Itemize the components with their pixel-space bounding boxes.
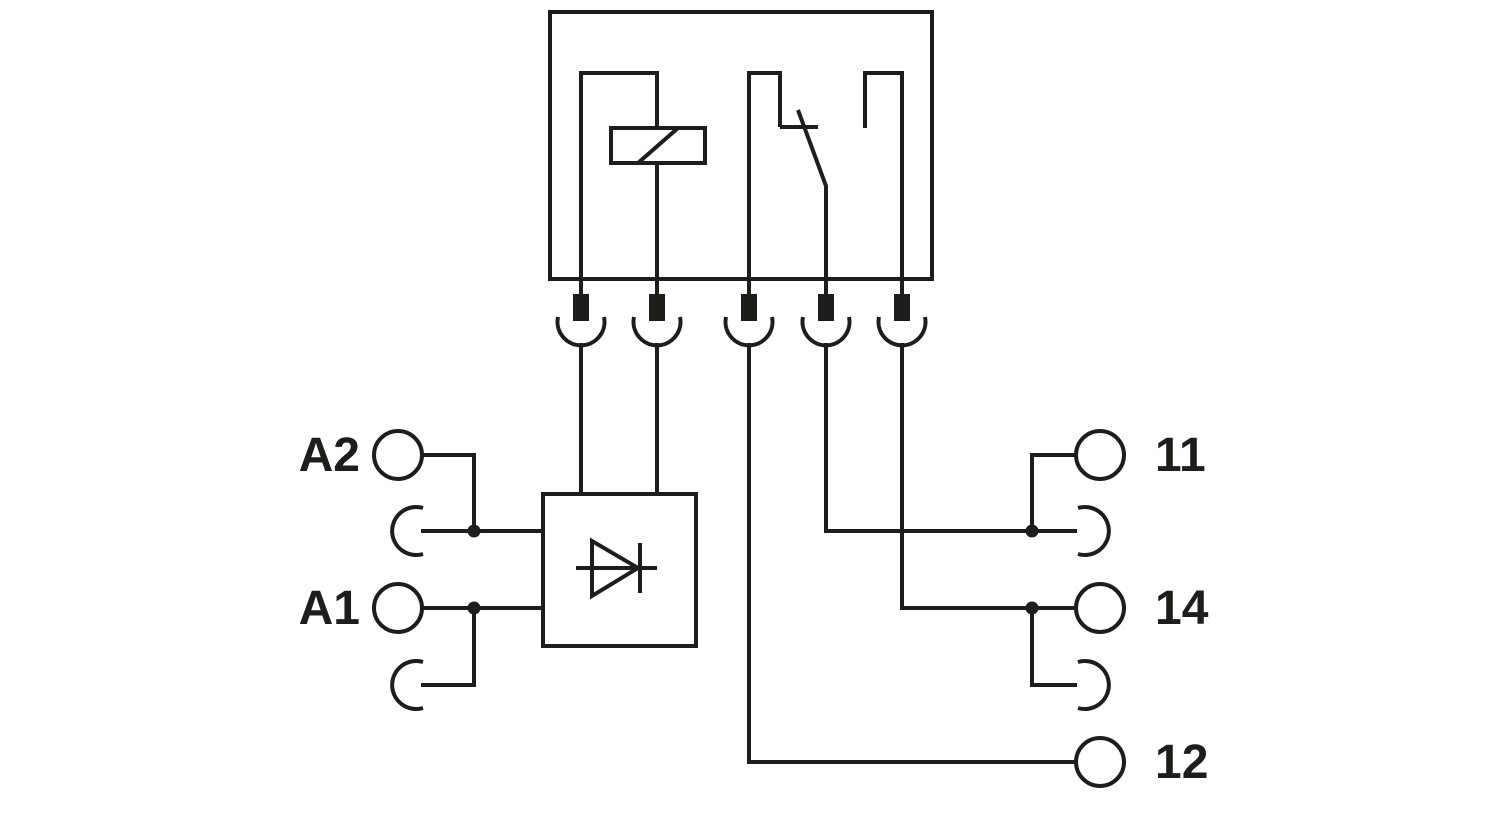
no-contact-wire <box>863 71 904 279</box>
terminal-labels: A2 A1 11 14 12 <box>299 429 1209 789</box>
wire-pin4-to-11 <box>824 343 1032 533</box>
plug-pin-icon <box>649 294 665 321</box>
a2-wire <box>422 453 543 533</box>
terminal-label-14: 14 <box>1155 582 1209 635</box>
changeover-contact-icon <box>747 71 904 279</box>
junction-dot <box>1025 601 1039 615</box>
junction-dot <box>1025 524 1039 538</box>
socket-stub <box>421 608 476 687</box>
contact-blade <box>796 109 828 279</box>
coil-feed-wire <box>579 71 659 279</box>
wire-11 <box>1030 453 1076 531</box>
plug-pin-icon <box>573 294 589 321</box>
socket-icon <box>631 316 683 348</box>
socket-icon <box>555 316 607 348</box>
terminal-label-12: 12 <box>1155 736 1208 789</box>
terminal-label-11: 11 <box>1155 429 1206 482</box>
socket-icon <box>390 505 424 557</box>
diode-icon <box>576 537 657 600</box>
terminal-pin-4 <box>800 277 852 348</box>
terminal-group-a1 <box>372 582 543 711</box>
diode-triangle <box>590 537 642 600</box>
terminal-group-a2 <box>372 429 543 557</box>
socket-icon <box>876 316 928 348</box>
terminal-label-a1: A1 <box>299 582 360 635</box>
terminal-pin-2 <box>631 277 683 348</box>
module-terminals <box>555 277 928 348</box>
junction-dot <box>467 524 481 538</box>
diode-box <box>541 492 698 648</box>
screw-terminal-circle-a1 <box>372 582 424 634</box>
wire-runs <box>579 343 1076 764</box>
relay-coil-branch <box>579 71 707 279</box>
plug-pin-icon <box>818 294 834 321</box>
terminal-label-a2: A2 <box>299 429 360 482</box>
socket-icon <box>1077 505 1111 557</box>
terminal-pin-3 <box>723 277 775 348</box>
socket-icon <box>390 659 424 711</box>
protection-diode-block <box>541 492 698 648</box>
socket-stub <box>1030 608 1077 687</box>
socket-icon <box>1077 659 1111 711</box>
coil-diagonal <box>636 126 680 165</box>
screw-terminal-circle-12 <box>1074 736 1126 788</box>
terminal-group-12 <box>1074 736 1126 788</box>
terminal-group-14 <box>1025 582 1126 711</box>
wire-pin5-to-14 <box>900 343 1032 610</box>
plug-pin-icon <box>894 294 910 321</box>
screw-terminal-circle-a2 <box>372 429 424 481</box>
nc-contact-feed-wire <box>747 71 782 279</box>
socket-icon <box>800 316 852 348</box>
terminal-pin-5 <box>876 277 928 348</box>
screw-terminal-circle-14 <box>1074 582 1126 634</box>
screw-terminal-circle-11 <box>1074 429 1126 481</box>
relay-module <box>548 10 934 281</box>
relay-coil-icon <box>609 126 707 165</box>
relay-module-outline <box>548 10 934 281</box>
junction-dot <box>467 601 481 615</box>
socket-icon <box>723 316 775 348</box>
terminal-pin-1 <box>555 277 607 348</box>
terminal-group-11 <box>1025 429 1126 557</box>
plug-pin-icon <box>741 294 757 321</box>
wire-pin3-to-12 <box>747 343 1076 764</box>
